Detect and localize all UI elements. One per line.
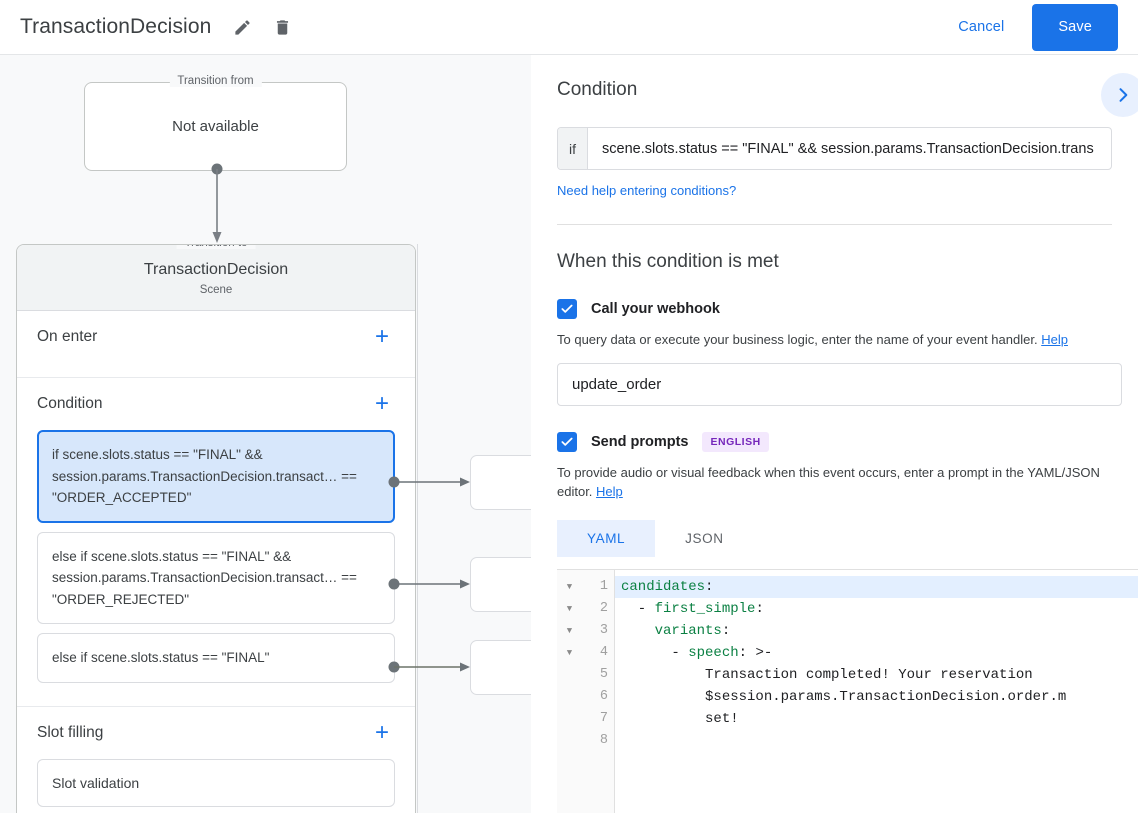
tab-yaml[interactable]: YAML [557, 520, 656, 557]
page-title: TransactionDecision [20, 15, 212, 38]
webhook-help-link[interactable]: Help [1041, 332, 1068, 347]
scene-type: Scene [199, 284, 233, 296]
condition-card-1[interactable]: else if scene.slots.status == "FINAL" &&… [37, 531, 395, 624]
webhook-check-row: Call your webhook [557, 299, 1112, 319]
section-condition-title: Condition [37, 395, 103, 412]
line-number: 8 [599, 733, 608, 748]
scene-name: TransactionDecision [143, 261, 289, 278]
section-slot-filling-header: Slot filling + [37, 707, 395, 759]
condition-connector-0 [388, 476, 470, 488]
section-condition-header: Condition + [37, 378, 395, 430]
graph-vertical-guide [417, 244, 418, 813]
scene-graph-pane: Transition from Not available Transition… [0, 55, 531, 813]
condition-input[interactable] [588, 128, 1111, 169]
fold-toggle-icon[interactable] [557, 686, 582, 708]
transition-to-box: Transition to TransactionDecision Scene … [16, 244, 416, 813]
add-condition-button[interactable]: + [374, 390, 389, 417]
add-slot-filling-button[interactable]: + [374, 718, 389, 746]
prompts-check-row: Send prompts ENGLISH [557, 432, 1112, 452]
target-stub-2[interactable] [470, 640, 531, 695]
condition-section: Condition if Need help entering conditio… [531, 55, 1138, 225]
code-line[interactable]: variants: [654, 623, 731, 639]
pencil-icon[interactable] [225, 10, 259, 44]
fold-toggle-icon[interactable]: ▼ [566, 604, 573, 614]
fold-toggle-icon[interactable]: ▼ [566, 626, 573, 636]
fold-toggle-icon[interactable] [557, 664, 582, 686]
code-line[interactable] [615, 730, 1138, 752]
webhook-description-text: To query data or execute your business l… [557, 332, 1038, 347]
code-line[interactable]: - first_simple: [621, 601, 764, 617]
webhook-description: To query data or execute your business l… [557, 330, 1109, 349]
transition-from-legend: Transition from [169, 75, 262, 87]
chevron-right-icon[interactable] [1101, 73, 1138, 117]
add-on-enter-button[interactable]: + [374, 323, 389, 350]
scene-header: TransactionDecision Scene [17, 245, 415, 311]
editor-code-area[interactable]: candidates: - first_simple: variants: - … [615, 570, 1138, 813]
prompts-description: To provide audio or visual feedback when… [557, 463, 1109, 501]
code-line[interactable]: candidates: [615, 576, 1138, 598]
condition-card-2[interactable]: else if scene.slots.status == "FINAL" [37, 633, 395, 683]
yaml-editor[interactable]: ▼ ▼ ▼ ▼ 1 2 3 4 5 6 7 8 candidates: - first_simple… [557, 569, 1138, 813]
transition-arrow-icon [211, 163, 223, 243]
trash-icon[interactable] [265, 10, 299, 44]
call-webhook-label: Call your webhook [591, 301, 720, 317]
app-header: TransactionDecision Cancel Save [0, 0, 1138, 55]
fold-toggle-icon[interactable] [557, 730, 582, 752]
line-number: 2 [599, 601, 608, 616]
tab-json[interactable]: JSON [685, 531, 724, 546]
editor-line-numbers: 1 2 3 4 5 6 7 8 [582, 570, 615, 813]
need-help-conditions-link[interactable]: Need help entering conditions? [557, 183, 737, 198]
line-number: 7 [599, 711, 608, 726]
prompts-description-text: To provide audio or visual feedback when… [557, 465, 1100, 499]
line-number: 4 [599, 645, 608, 660]
line-number: 5 [599, 667, 608, 682]
transition-from-box: Transition from Not available [84, 75, 347, 171]
send-prompts-label: Send prompts [591, 434, 689, 450]
line-number: 1 [599, 579, 608, 594]
section-on-enter-header: On enter + [37, 311, 395, 363]
details-panel: Condition if Need help entering conditio… [531, 55, 1138, 813]
transition-from-value: Not available [172, 118, 259, 135]
fold-toggle-icon[interactable] [557, 708, 582, 730]
fold-toggle-icon[interactable]: ▼ [566, 582, 573, 592]
section-on-enter: On enter + [17, 311, 415, 378]
line-number: 6 [599, 689, 608, 704]
transition-to-legend: Transition to [176, 245, 256, 249]
header-icon-group [225, 10, 299, 44]
code-line[interactable]: set! [621, 711, 739, 727]
target-stub-1[interactable] [470, 557, 531, 612]
condition-input-row: if [557, 127, 1112, 170]
code-line[interactable]: Transaction completed! Your reservation [621, 667, 1033, 683]
webhook-handler-input[interactable] [557, 363, 1122, 406]
line-number: 3 [599, 623, 608, 638]
send-prompts-checkbox[interactable] [557, 432, 577, 452]
condition-heading: Condition [557, 79, 638, 100]
save-button[interactable]: Save [1032, 3, 1118, 51]
code-line[interactable]: - speech: >- [621, 645, 773, 661]
condition-connector-1 [388, 578, 470, 590]
editor-fold-gutter[interactable]: ▼ ▼ ▼ ▼ [557, 570, 582, 813]
when-condition-met-section: When this condition is met Call your web… [531, 225, 1138, 813]
section-on-enter-title: On enter [37, 328, 98, 345]
condition-connector-2 [388, 661, 470, 673]
code-line[interactable]: $session.params.TransactionDecision.orde… [621, 689, 1067, 705]
prompts-help-link[interactable]: Help [596, 484, 623, 499]
slot-validation-card[interactable]: Slot validation [37, 758, 395, 807]
language-badge: ENGLISH [702, 432, 769, 452]
when-met-heading: When this condition is met [557, 251, 779, 272]
cancel-button[interactable]: Cancel [944, 10, 1018, 44]
editor-format-tabs: YAML JSON [557, 520, 1112, 557]
section-slot-filling: Slot filling + Slot validation [17, 707, 415, 813]
section-slot-filling-title: Slot filling [37, 723, 104, 741]
panel-divider [557, 224, 1112, 225]
section-condition: Condition + if scene.slots.status == "FI… [17, 378, 415, 707]
fold-toggle-icon[interactable]: ▼ [566, 648, 573, 658]
condition-card-0[interactable]: if scene.slots.status == "FINAL" && sess… [37, 430, 395, 523]
target-stub-0[interactable] [470, 455, 531, 510]
call-webhook-checkbox[interactable] [557, 299, 577, 319]
if-label: if [558, 128, 588, 169]
